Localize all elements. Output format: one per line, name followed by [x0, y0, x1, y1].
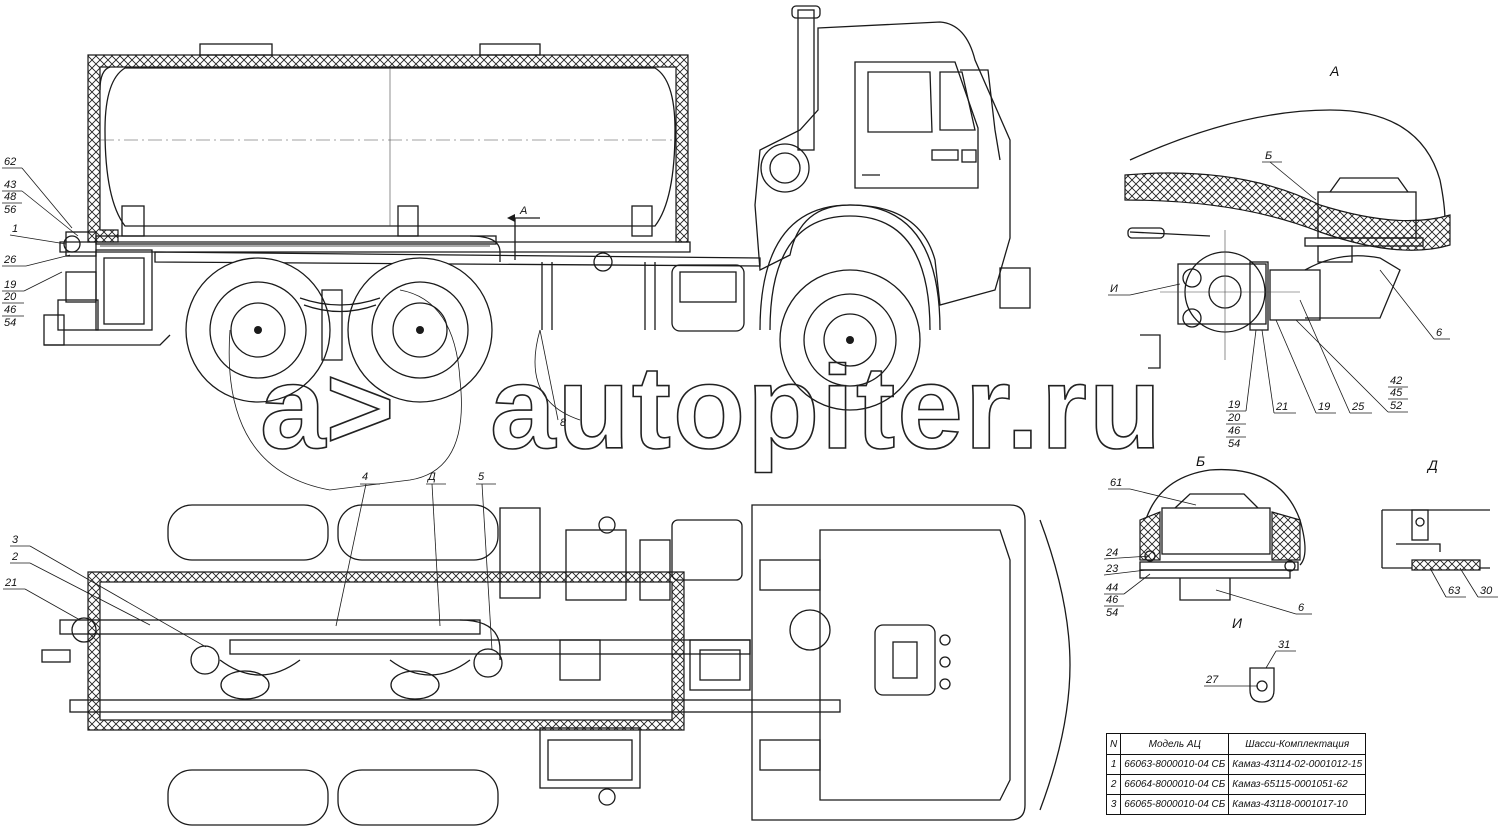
detail-b-callout-24: 24 [1105, 547, 1118, 559]
detail-b-callout-46: 46 [1106, 594, 1119, 606]
watermark-logo: a> [260, 342, 395, 474]
view-a-label: А [1329, 63, 1339, 79]
detail-b-callout-54: 54 [1106, 607, 1118, 619]
table-cell: 1 [1105, 754, 1122, 775]
table-cell: 2 [1105, 774, 1122, 795]
plan-callouts: 3 2 21 4 Д 5 [3, 471, 496, 651]
table-cell: 66064-8000010-04 СБ [1120, 774, 1230, 795]
table-header: N [1105, 733, 1122, 755]
detail-b-callout-23: 23 [1105, 563, 1119, 575]
plan-tank-insulation [87, 571, 685, 731]
callout-3: 3 [12, 534, 19, 546]
detail-b-callout-6: 6 [1298, 602, 1305, 614]
table-cell: 66065-8000010-04 СБ [1120, 794, 1230, 815]
table-header-row: N Модель АЦ Шасси-Комплектация [1105, 733, 1367, 755]
detail-a-callout-20: 20 [1227, 412, 1241, 424]
detail-d-callout-63: 63 [1448, 585, 1461, 597]
callout-19: 19 [4, 279, 16, 291]
detail-i-callout-31: 31 [1278, 639, 1290, 651]
view-i-label: И [1232, 615, 1243, 631]
detail-b-callout-44: 44 [1106, 582, 1118, 594]
detail-a-callout-21: 21 [1275, 401, 1288, 413]
detail-a-callout-46: 46 [1228, 425, 1241, 437]
watermark: a> autopiter.ru [259, 341, 1163, 475]
callout-1: 1 [12, 223, 18, 235]
detail-i-callout-27: 27 [1205, 674, 1219, 686]
detail-i: И 31 27 [1204, 615, 1296, 703]
side-view [43, 5, 1031, 491]
callout-8: 8 [560, 417, 567, 429]
table-cell: Камаз-65115-0001051-62 [1228, 774, 1367, 795]
callout-56: 56 [4, 204, 17, 216]
detail-d-callout-30: 30 [1480, 585, 1493, 597]
table-cell: 66063-8000010-04 СБ [1120, 754, 1230, 775]
callout-2: 2 [11, 551, 18, 563]
callout-48: 48 [4, 191, 17, 203]
view-d-label: Д [1426, 457, 1438, 473]
callout-d: Д [426, 471, 436, 483]
detail-a-i-mark: И [1110, 283, 1118, 295]
detail-b-callout-61: 61 [1110, 477, 1122, 489]
tank-insulation [87, 54, 689, 243]
detail-a-callout-42: 42 [1390, 375, 1402, 387]
plan-cab [751, 504, 1026, 821]
table-cell: 3 [1105, 794, 1122, 815]
detail-d: Д 63 30 [1381, 457, 1498, 598]
detail-a-callout-19: 19 [1228, 399, 1240, 411]
callout-21: 21 [4, 577, 17, 589]
table-header: Шасси-Комплектация [1228, 733, 1367, 755]
callout-43: 43 [4, 179, 17, 191]
watermark-text: autopiter.ru [490, 342, 1163, 474]
section-arrow-label: А [519, 205, 527, 217]
detail-a-callout-6: 6 [1436, 327, 1443, 339]
callout-5: 5 [478, 471, 485, 483]
detail-a-callout-25: 25 [1351, 401, 1365, 413]
cab-outline [754, 21, 1011, 306]
callout-46: 46 [4, 304, 17, 316]
plan-view [41, 504, 1071, 826]
detail-a-callout-19b: 19 [1318, 401, 1330, 413]
section-arrow: А [507, 205, 540, 260]
view-b-label: Б [1196, 453, 1205, 469]
detail-a-callout-52: 52 [1390, 400, 1402, 412]
detail-a-callout-54: 54 [1228, 438, 1240, 450]
side-callouts: 62 43 48 56 1 26 19 20 46 54 8 [2, 156, 567, 429]
callout-54: 54 [4, 317, 16, 329]
table-header: Модель АЦ [1120, 733, 1230, 755]
detail-a-callout-45: 45 [1390, 387, 1403, 399]
table-row: 1 66063-8000010-04 СБ Камаз-43114-02-000… [1105, 754, 1367, 775]
callout-26: 26 [3, 254, 17, 266]
table-row: 3 66065-8000010-04 СБ Камаз-43118-000101… [1105, 794, 1367, 815]
callout-62: 62 [4, 156, 16, 168]
table-cell: Камаз-43118-0001017-10 [1228, 794, 1367, 815]
tank-body [104, 67, 676, 227]
spec-table: N Модель АЦ Шасси-Комплектация 1 66063-8… [1105, 733, 1367, 815]
table-cell: Камаз-43114-02-0001012-15 [1228, 754, 1367, 775]
detail-b: Б 61 24 23 44 46 54 6 [1103, 453, 1312, 619]
detail-a-b-mark: Б [1265, 150, 1272, 162]
callout-20: 20 [3, 291, 17, 303]
table-row: 2 66064-8000010-04 СБ Камаз-65115-000105… [1105, 774, 1367, 795]
detail-a: А Б И 6 42 45 52 19 20 [1108, 63, 1451, 450]
callout-4: 4 [362, 471, 368, 483]
